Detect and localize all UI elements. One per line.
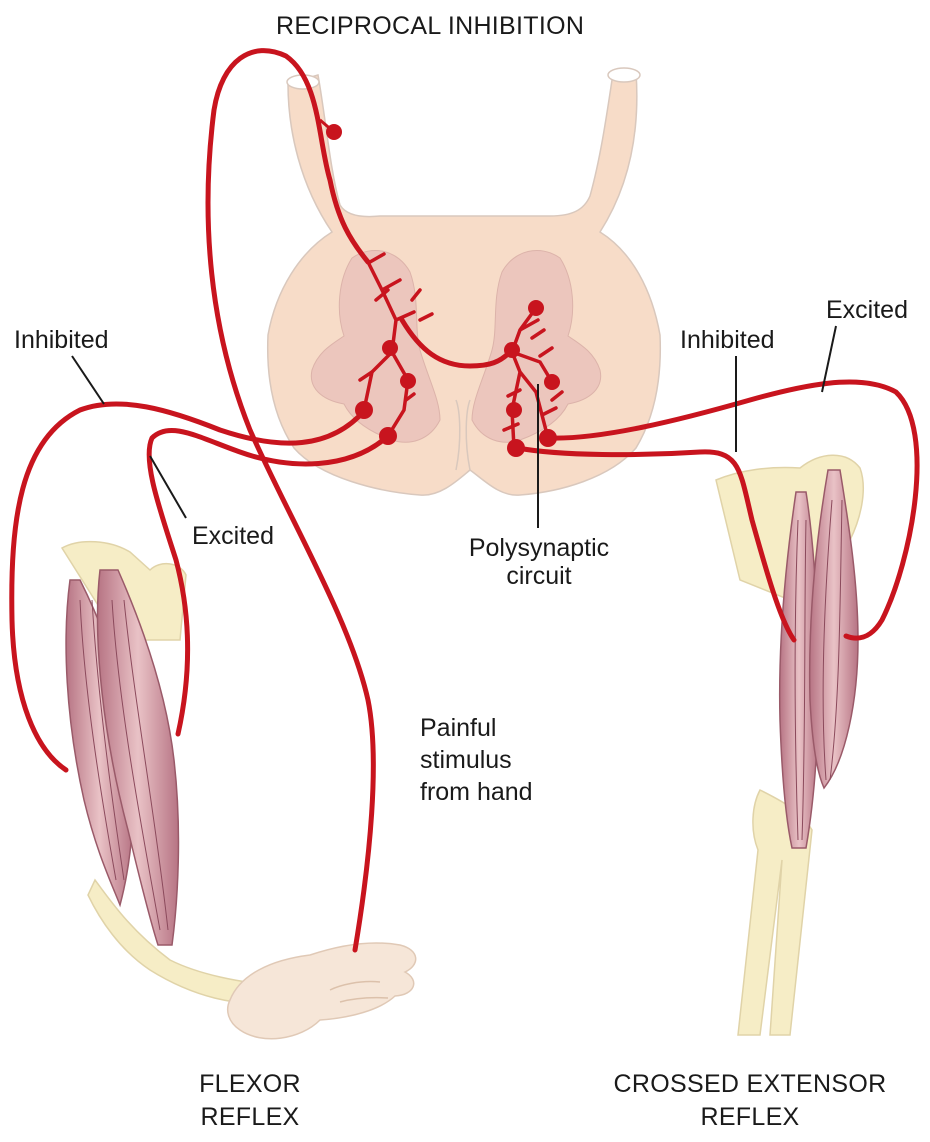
caption-crossed-extensor-reflex: CROSSED EXTENSOR REFLEX [570,1068,930,1134]
painful-line2: stimulus [420,744,533,776]
label-polysynaptic-circuit: Polysynaptic circuit [444,534,634,590]
label-inhibited-right: Inhibited [680,326,775,354]
label-painful-stimulus: Painful stimulus from hand [420,712,533,808]
diagram-title: RECIPROCAL INHIBITION [276,12,584,40]
left-hand [228,943,416,1039]
label-excited-right: Excited [826,296,908,324]
painful-line1: Painful [420,712,533,744]
dorsal-root-right-stub [608,68,640,82]
right-arm [716,455,863,1035]
sensory-fiber-painful-stimulus [208,51,373,950]
polysynaptic-line1: Polysynaptic [444,534,634,562]
left-arm [62,542,416,1039]
label-excited-left: Excited [192,522,274,550]
label-inhibited-left: Inhibited [14,326,109,354]
spinal-cord-white-matter [268,72,661,495]
polysynaptic-line2: circuit [444,562,634,590]
flexor-line2: REFLEX [150,1101,350,1134]
caption-flexor-reflex: FLEXOR REFLEX [150,1068,350,1134]
crossed-line2: REFLEX [570,1101,930,1134]
flexor-line1: FLEXOR [150,1068,350,1101]
painful-line3: from hand [420,776,533,808]
crossed-line1: CROSSED EXTENSOR [570,1068,930,1101]
